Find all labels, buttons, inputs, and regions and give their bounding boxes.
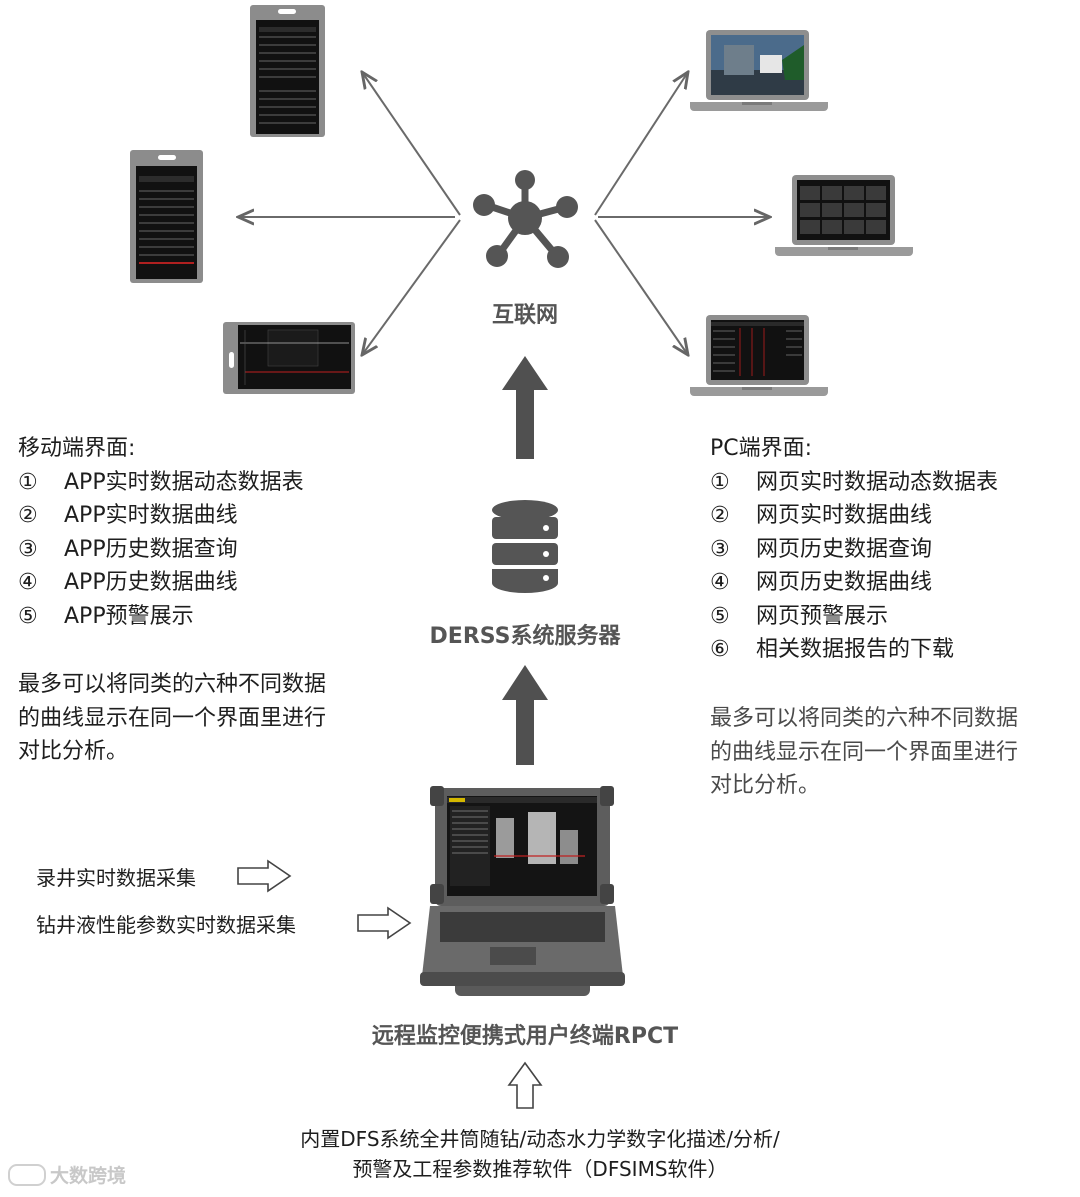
arrow-to-laptop-3 — [594, 219, 688, 355]
list-item: ④ APP历史数据曲线 — [18, 566, 388, 600]
input-arrow-logging — [237, 859, 292, 893]
list-item: ⑤ APP预警展示 — [18, 600, 388, 634]
list-item-text: 网页预警展示 — [756, 603, 889, 629]
phone-device-1 — [250, 5, 325, 137]
list-item: ⑥ 相关数据报告的下载 — [710, 633, 1070, 667]
pc-title: PC端界面: — [710, 436, 813, 461]
network-hub-icon — [473, 170, 578, 268]
mobile-note: 最多可以将同类的六种不同数据 的曲线显示在同一个界面里进行 对比分析。 — [18, 668, 388, 769]
input-arrow-drilling-fluid — [357, 906, 412, 940]
drilling-fluid-data-label: 钻井液性能参数实时数据采集 — [36, 913, 296, 937]
software-line: 内置DFS系统全井筒随钻/动态水力学数字化描述/分析/ — [300, 1127, 780, 1151]
note-line: 对比分析。 — [18, 739, 129, 764]
list-item: ② 网页实时数据曲线 — [710, 499, 1070, 533]
list-item-text: APP历史数据查询 — [64, 536, 238, 562]
server-label: DERSS系统服务器 — [429, 624, 621, 649]
list-item-text: 相关数据报告的下载 — [756, 637, 955, 662]
database-server-icon — [492, 500, 558, 593]
list-item-text: APP实时数据曲线 — [64, 503, 238, 528]
software-description: 内置DFS系统全井筒随钻/动态水力学数字化描述/分析/ 预警及工程参数推荐软件（… — [0, 1124, 1080, 1184]
list-item-text: 网页历史数据曲线 — [756, 570, 933, 595]
list-item-number: ② — [18, 503, 38, 528]
list-item-number: ① — [710, 469, 730, 495]
list-item: ③ 网页历史数据查询 — [710, 533, 1070, 567]
watermark-text: 大数跨境 — [50, 1165, 127, 1187]
tablet-device — [223, 322, 355, 394]
list-item-number: ③ — [710, 536, 730, 562]
list-item: ① APP实时数据动态数据表 — [18, 466, 388, 500]
input-arrow-software — [507, 1061, 543, 1109]
note-line: 的曲线显示在同一个界面里进行 — [18, 705, 327, 731]
list-item-text: 网页实时数据曲线 — [756, 503, 933, 528]
list-item-text: APP实时数据动态数据表 — [64, 469, 304, 495]
list-item-number: ④ — [710, 570, 730, 595]
list-item-number: ② — [710, 503, 730, 528]
note-line: 最多可以将同类的六种不同数据 — [710, 706, 1019, 731]
mobile-feature-list: ① APP实时数据动态数据表 ② APP实时数据曲线 ③ APP历史数据查询 ④ APP… — [18, 466, 388, 634]
list-item-text: 网页实时数据动态数据表 — [756, 469, 999, 495]
list-item-text: APP历史数据曲线 — [64, 570, 238, 595]
arrow-to-phone-1 — [362, 72, 461, 216]
laptop-device-1 — [690, 30, 828, 111]
mobile-title: 移动端界面: — [18, 436, 136, 461]
arrow-to-tablet — [362, 219, 461, 355]
list-item-text: 网页历史数据查询 — [756, 536, 933, 562]
logging-data-label: 录井实时数据采集 — [36, 866, 196, 890]
watermark-icon — [8, 1163, 46, 1186]
list-item-number: ④ — [18, 570, 38, 595]
pc-feature-list: ① 网页实时数据动态数据表 ② 网页实时数据曲线 ③ 网页历史数据查询 ④ 网页历史数据… — [710, 466, 1070, 667]
note-line: 最多可以将同类的六种不同数据 — [18, 672, 327, 697]
phone-device-2 — [130, 150, 203, 283]
list-item: ② APP实时数据曲线 — [18, 499, 388, 533]
list-item-number: ① — [18, 469, 38, 495]
list-item-number: ⑤ — [710, 603, 730, 629]
list-item-number: ⑥ — [710, 637, 730, 662]
internet-label: 互联网 — [491, 303, 558, 328]
note-line: 的曲线显示在同一个界面里进行 — [710, 739, 1019, 765]
list-item: ③ APP历史数据查询 — [18, 533, 388, 567]
rugged-laptop-icon — [420, 786, 625, 996]
list-item: ⑤ 网页预警展示 — [710, 600, 1070, 634]
list-item-text: APP预警展示 — [64, 603, 194, 629]
laptop-device-2 — [775, 175, 913, 256]
flow-arrow-terminal-to-server — [502, 665, 548, 765]
list-item-number: ③ — [18, 536, 38, 562]
arrow-to-laptop-1 — [594, 72, 688, 216]
mobile-section: 移动端界面: ① APP实时数据动态数据表 ② APP实时数据曲线 ③ APP历史数据… — [18, 432, 388, 633]
pc-note: 最多可以将同类的六种不同数据 的曲线显示在同一个界面里进行 对比分析。 — [710, 702, 1075, 803]
pc-section: PC端界面: ① 网页实时数据动态数据表 ② 网页实时数据曲线 ③ 网页历史数据查询 … — [710, 432, 1070, 667]
software-line: 预警及工程参数推荐软件（DFSIMS软件） — [352, 1157, 728, 1181]
note-line: 对比分析。 — [710, 773, 821, 798]
laptop-device-3 — [690, 315, 828, 396]
list-item: ① 网页实时数据动态数据表 — [710, 466, 1070, 500]
list-item-number: ⑤ — [18, 603, 38, 629]
list-item: ④ 网页历史数据曲线 — [710, 566, 1070, 600]
flow-arrow-server-to-internet — [502, 356, 548, 459]
watermark-logo: 大数跨境 — [8, 1161, 126, 1188]
connection-arrows — [238, 72, 770, 355]
terminal-label: 远程监控便携式用户终端RPCT — [371, 1024, 679, 1049]
